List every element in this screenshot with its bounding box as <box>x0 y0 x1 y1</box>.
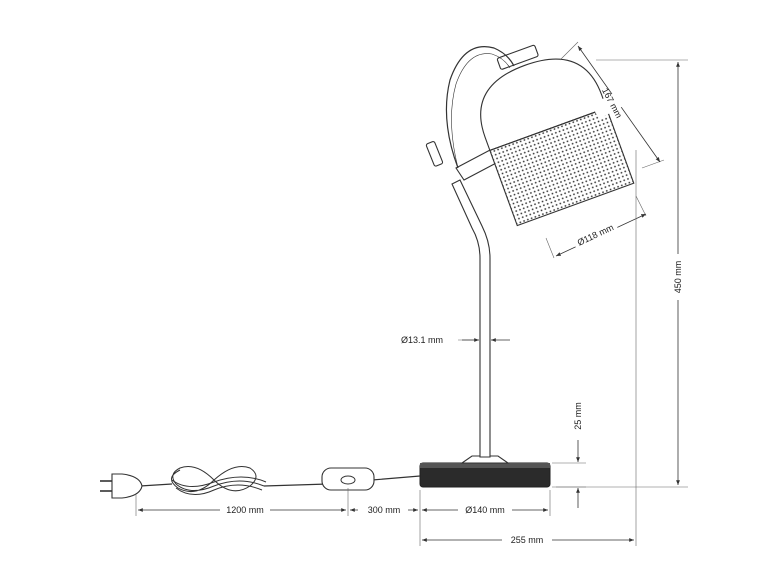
base-height-label: 25 mm <box>573 402 583 430</box>
switch-distance-label: 300 mm <box>368 505 401 515</box>
shade-diameter-label: Ø118 mm <box>576 222 615 247</box>
arm-stub <box>425 141 444 167</box>
total-height-label: 450 mm <box>673 261 683 294</box>
lamp-shade <box>480 44 635 227</box>
stem-collar <box>460 455 510 464</box>
top-cable <box>445 46 515 169</box>
power-plug <box>100 473 143 499</box>
cord-length-label: 1200 mm <box>226 505 264 515</box>
lamp-illustration <box>100 44 635 499</box>
total-depth-label: 255 mm <box>511 535 544 545</box>
base-diameter-label: Ø140 mm <box>465 505 505 515</box>
stem-diameter-label: Ø13.1 mm <box>401 335 443 345</box>
coiled-cord <box>171 466 267 495</box>
lamp-stem <box>451 179 491 458</box>
power-cord <box>263 475 421 487</box>
inline-switch <box>321 467 375 491</box>
